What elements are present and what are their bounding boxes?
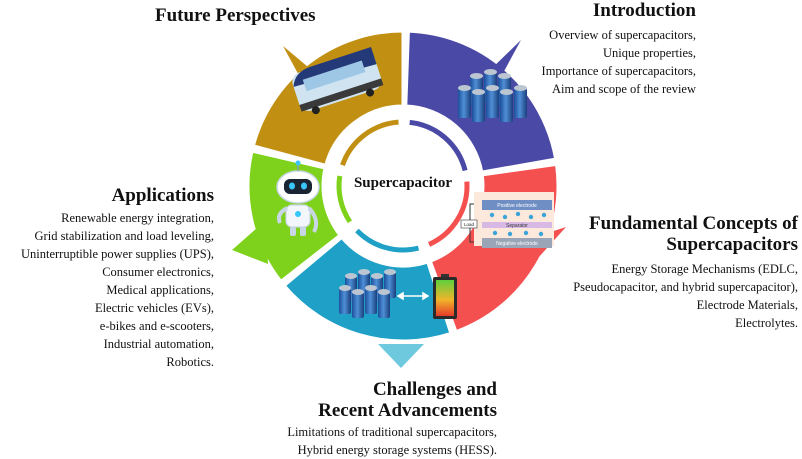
inner-arc-challenges (355, 228, 420, 253)
capacitor-can (472, 92, 485, 122)
capacitor-can-top (500, 89, 513, 95)
list-item: Electric vehicles (EVs), (94, 301, 214, 315)
challenges-list: Limitations of traditional supercapacito… (287, 423, 497, 459)
fundamentals-title-line1: Fundamental Concepts of (588, 213, 798, 234)
list-item: Electrolytes. (735, 316, 798, 330)
robot-icon (276, 160, 320, 236)
capacitor-can (365, 288, 377, 314)
list-item: Importance of supercapacitors, (541, 64, 696, 78)
challenges-title-line1: Challenges and (372, 379, 497, 400)
capacitor-can-top (358, 269, 370, 275)
capacitor-can-top (458, 85, 471, 91)
capacitor-can (339, 288, 351, 314)
schematic-load-label: Load (464, 222, 475, 227)
schematic-separator-label: Separator (506, 223, 528, 229)
list-item: Grid stabilization and load leveling, (34, 229, 214, 243)
fundamentals-title-line2: Supercapacitors (666, 234, 798, 255)
battery-icon (433, 274, 457, 319)
capacitor-can-top (352, 289, 364, 295)
list-item: Limitations of traditional supercapacito… (287, 425, 497, 439)
list-item: Robotics. (166, 355, 214, 369)
list-item: Energy Storage Mechanisms (EDLC, (611, 262, 798, 276)
double-arrow-icon (396, 291, 430, 301)
capacitor-can (514, 88, 527, 118)
capacitor-can-top (384, 269, 396, 275)
list-item: Hybrid energy storage systems (HESS). (297, 443, 497, 457)
inner-arc-introduction (409, 119, 468, 172)
capacitor-can (352, 292, 364, 318)
capacitor-can-top (365, 285, 377, 291)
challenges-title: Challenges and Recent Advancements (318, 379, 497, 421)
capacitor-can-top (514, 85, 527, 91)
list-item: Consumer electronics, (102, 265, 214, 279)
fundamentals-title: Fundamental Concepts of Supercapacitors (589, 213, 798, 255)
list-item: Unique properties, (602, 46, 696, 60)
schematic-negative-label: Negative electrode (496, 241, 538, 247)
list-item: Pseudocapacitor, and hybrid supercapacit… (573, 280, 798, 294)
applications-list: Renewable energy integration, Grid stabi… (21, 209, 214, 371)
capacitor-battery-icon (339, 269, 457, 319)
capacitor-can-top (371, 273, 383, 279)
arrow-applications (232, 220, 268, 264)
arrow-challenges (378, 344, 424, 368)
capacitor-can-top (470, 73, 483, 79)
capacitor-can-top (345, 273, 357, 279)
capacitor-stack-icon (458, 69, 527, 122)
center-label: Supercapacitor (353, 175, 453, 191)
list-item: Industrial automation, (103, 337, 214, 351)
train-icon (292, 47, 384, 115)
capacitor-can-top (498, 73, 511, 79)
capacitor-can-top (378, 289, 390, 295)
electrode-schematic-icon: Load Positive electrode Separator Negati… (460, 192, 554, 248)
capacitor-can-top (486, 85, 499, 91)
list-item: e-bikes and e-scooters, (99, 319, 214, 333)
center-circle (332, 115, 474, 257)
applications-title: Applications (111, 185, 214, 206)
inner-arc-fundamentals (427, 181, 470, 247)
list-item: Electrode Materials, (696, 298, 798, 312)
capacitor-can-top (472, 89, 485, 95)
capacitor-can-top (339, 285, 351, 291)
introduction-title: Introduction (592, 0, 696, 21)
inner-arc-future (340, 119, 399, 167)
challenges-title-line2: Recent Advancements (318, 400, 497, 421)
capacitor-can-top (484, 69, 497, 75)
future-title: Future Perspectives (155, 5, 316, 26)
list-item: Overview of supercapacitors, (549, 28, 696, 42)
fundamentals-list: Energy Storage Mechanisms (EDLC, Pseudoc… (573, 260, 798, 332)
list-item: Medical applications, (106, 283, 214, 297)
schematic-positive-label: Positive electrode (497, 203, 537, 209)
introduction-list: Overview of supercapacitors, Unique prop… (542, 26, 696, 98)
capacitor-can (486, 88, 499, 118)
capacitor-can (500, 92, 513, 122)
list-item: Aim and scope of the review (551, 82, 696, 96)
capacitor-can (378, 292, 390, 318)
list-item: Uninterruptible power supplies (UPS), (20, 247, 214, 261)
list-item: Renewable energy integration, (61, 211, 214, 225)
capacitor-can (458, 88, 471, 118)
inner-arc-applications (336, 175, 353, 224)
